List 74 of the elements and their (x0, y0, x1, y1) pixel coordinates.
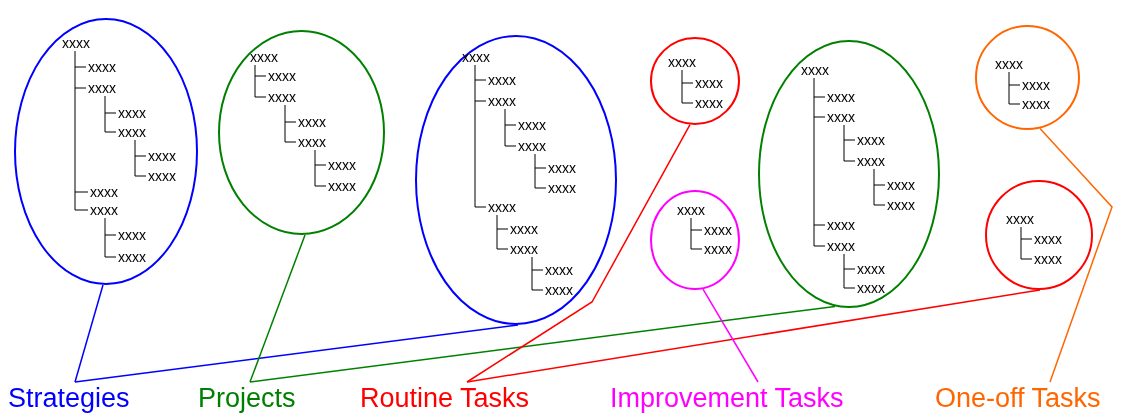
tree-item-text: xxxx (88, 80, 116, 96)
tree-item-text: xxxx (1022, 96, 1050, 112)
category-label: Improvement Tasks (610, 383, 844, 413)
tree-item-text: xxxx (704, 222, 732, 238)
tree-item-text: xxxx (118, 124, 146, 140)
ellipse (975, 25, 1080, 130)
tree-item-text: xxxx (548, 160, 576, 176)
tree-item-text: xxxx (510, 221, 538, 237)
tree-item-text: xxxx (801, 62, 829, 78)
tree-item-text: xxxx (268, 68, 296, 84)
category-label: Routine Tasks (360, 383, 530, 413)
tree-item-text: xxxx (857, 280, 885, 296)
tree-item-text: xxxx (695, 95, 723, 111)
leader-line (1039, 127, 1113, 383)
category-label: Projects (198, 383, 296, 413)
tree-item-text: xxxx (1022, 77, 1050, 93)
tree-item-text: xxxx (857, 153, 885, 169)
tree-item-text: xxxx (148, 148, 176, 164)
tree-item-text: xxxx (298, 134, 326, 150)
tree-item-text: xxxx (695, 75, 723, 91)
leader-line (249, 234, 306, 383)
leader-line (702, 288, 759, 383)
tree-item-text: xxxx (488, 93, 516, 109)
ellipse (415, 35, 617, 325)
tree-item-text: xxxx (857, 132, 885, 148)
tree-item-text: xxxx (704, 241, 732, 257)
leader-line (466, 289, 1041, 383)
tree-item-text: xxxx (90, 202, 118, 218)
tree-item-text: xxxx (62, 35, 90, 51)
leader-line (466, 124, 691, 383)
tree-item-text: xxxx (118, 249, 146, 265)
tree-item-text: xxxx (510, 241, 538, 257)
tree-item-text: xxxx (545, 282, 573, 298)
tree-item-text: xxxx (328, 178, 356, 194)
tree-item-text: xxxx (148, 168, 176, 184)
tree-item-text: xxxx (488, 199, 516, 215)
ellipse (218, 30, 385, 235)
ellipse (14, 18, 198, 285)
tree-item-text: xxxx (518, 117, 546, 133)
tree-item-text: xxxx (827, 217, 855, 233)
tree-item-text: xxxx (268, 89, 296, 105)
tree-item-text: xxxx (250, 49, 278, 65)
tree-item-text: xxxx (857, 261, 885, 277)
tree-item-text: xxxx (1034, 251, 1062, 267)
ellipse (985, 180, 1093, 290)
tree-item-text: xxxx (827, 109, 855, 125)
tree-item-text: xxxx (887, 197, 915, 213)
tree-item-text: xxxx (88, 59, 116, 75)
tree-item-text: xxxx (298, 114, 326, 130)
tree-item-text: xxxx (887, 177, 915, 193)
tree-item-text: xxxx (328, 157, 356, 173)
leader-line (74, 324, 519, 383)
tree-item-text: xxxx (90, 184, 118, 200)
tree-item-text: xxxx (827, 89, 855, 105)
leader-line (249, 305, 836, 383)
tree-item-text: xxxx (488, 72, 516, 88)
ellipse (650, 190, 740, 290)
ellipse (650, 37, 740, 125)
tree-item-text: xxxx (1006, 211, 1034, 227)
tree-item-text: xxxx (118, 105, 146, 121)
tree-item-text: xxxx (677, 202, 705, 218)
tree-item-text: xxxx (1034, 231, 1062, 247)
tree-item-text: xxxx (668, 54, 696, 70)
tree-item-text: xxxx (118, 227, 146, 243)
tree-item-text: xxxx (548, 180, 576, 196)
ellipse (758, 40, 940, 308)
category-label: One-off Tasks (935, 383, 1101, 413)
tree-item-text: xxxx (545, 262, 573, 278)
tree-item-text: xxxx (518, 138, 546, 154)
category-label: Strategies (8, 383, 130, 413)
leader-line (74, 284, 104, 383)
tree-item-text: xxxx (462, 49, 490, 65)
tree-item-text: xxxx (827, 238, 855, 254)
tree-item-text: xxxx (995, 56, 1023, 72)
